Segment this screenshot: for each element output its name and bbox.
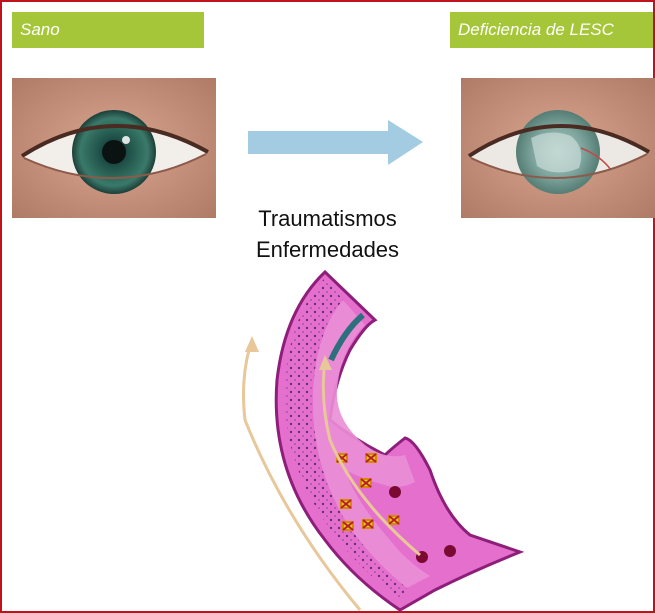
lesc-deficiency-eye-image: [461, 78, 655, 218]
healthy-label: Sano: [12, 12, 204, 48]
limbal-tissue-diagram: [225, 270, 535, 613]
cause-trauma: Traumatismos: [200, 206, 455, 232]
stem-cell: [389, 486, 401, 498]
cause-disease: Enfermedades: [200, 237, 455, 263]
lesc-deficiency-label: Deficiencia de LESC: [450, 12, 653, 48]
stem-cell: [444, 545, 456, 557]
progression-arrow: [248, 120, 423, 165]
healthy-eye-image: [12, 78, 216, 218]
migration-arrowhead-outer: [245, 336, 259, 352]
